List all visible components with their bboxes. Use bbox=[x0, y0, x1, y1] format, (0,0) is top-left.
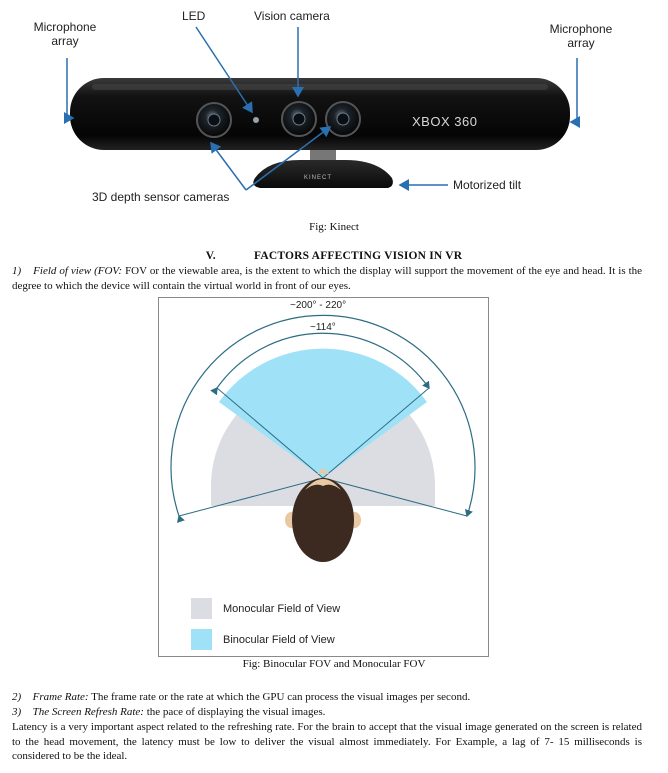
label-microphone-left-line2: array bbox=[51, 34, 79, 48]
angle-outer-label: ~200° - 220° bbox=[290, 300, 347, 311]
label-microphone-right-line1: Microphone bbox=[549, 22, 613, 36]
kinect-device-illustration bbox=[64, 26, 580, 191]
label-depth-sensor: 3D depth sensor cameras bbox=[92, 190, 230, 204]
fov-paragraph: 1) Field of view (FOV: FOV or the viewab… bbox=[12, 264, 642, 293]
legend-swatch-binocular bbox=[191, 629, 212, 650]
frame-rate-term: Frame Rate: bbox=[32, 691, 89, 703]
refresh-rate-paragraph: 3) The Screen Refresh Rate: the pace of … bbox=[12, 705, 652, 720]
label-motorized-tilt: Motorized tilt bbox=[453, 178, 522, 192]
motorized-tilt-base bbox=[253, 160, 393, 188]
label-vision-camera: Vision camera bbox=[254, 9, 330, 23]
section-title: FACTORS AFFECTING VISION IN VR bbox=[253, 250, 463, 262]
outer-fov-arc bbox=[170, 314, 476, 524]
fov-caption: Fig: Binocular FOV and Monocular FOV bbox=[242, 658, 426, 670]
label-microphone-left-line1: Microphone bbox=[33, 20, 97, 34]
refresh-rate-text: the pace of displaying the visual images… bbox=[146, 706, 326, 718]
head-icon bbox=[285, 468, 361, 562]
legend-monocular-label: Monocular Field of View bbox=[223, 603, 341, 615]
kinect-caption: Fig: Kinect bbox=[309, 221, 359, 233]
section-heading: V. FACTORS AFFECTING VISION IN VR bbox=[0, 250, 668, 262]
refresh-rate-term: The Screen Refresh Rate: bbox=[32, 706, 144, 718]
label-led: LED bbox=[182, 9, 206, 23]
inner-fov-arc bbox=[210, 332, 430, 396]
fov-term: Field of view (FOV: bbox=[33, 265, 123, 277]
label-kinect-logo: KINECT bbox=[304, 175, 333, 181]
label-microphone-right-line2: array bbox=[567, 36, 595, 50]
fov-diagram bbox=[170, 314, 476, 650]
led-light bbox=[253, 117, 259, 123]
frame-rate-number: 2) bbox=[12, 691, 22, 703]
legend-binocular-label: Binocular Field of View bbox=[223, 634, 335, 646]
frame-rate-paragraph: 2) Frame Rate: The frame rate or the rat… bbox=[12, 690, 652, 705]
angle-inner-label: ~114° bbox=[310, 322, 336, 333]
kinect-sensor-bar bbox=[70, 78, 570, 150]
refresh-rate-number: 3) bbox=[12, 706, 22, 718]
fov-text: FOV or the viewable area, is the extent … bbox=[12, 265, 643, 292]
latency-paragraph: Latency is a very important aspect relat… bbox=[12, 721, 642, 762]
label-microphone-right: Microphone array bbox=[541, 22, 621, 50]
label-microphone-left: Microphone array bbox=[30, 20, 100, 48]
kinect-figure: XBOX 360 KINECT Microphone array LED Vis… bbox=[0, 0, 668, 238]
frame-rate-text: The frame rate or the rate at which the … bbox=[91, 691, 471, 703]
label-xbox-logo: XBOX 360 bbox=[412, 114, 478, 129]
fov-figure: ~200° - 220° ~114° Monocular Field of Vi… bbox=[158, 297, 489, 657]
legend-swatch-monocular bbox=[191, 598, 212, 619]
section-number: V. bbox=[205, 250, 216, 262]
fov-number: 1) bbox=[12, 265, 22, 277]
